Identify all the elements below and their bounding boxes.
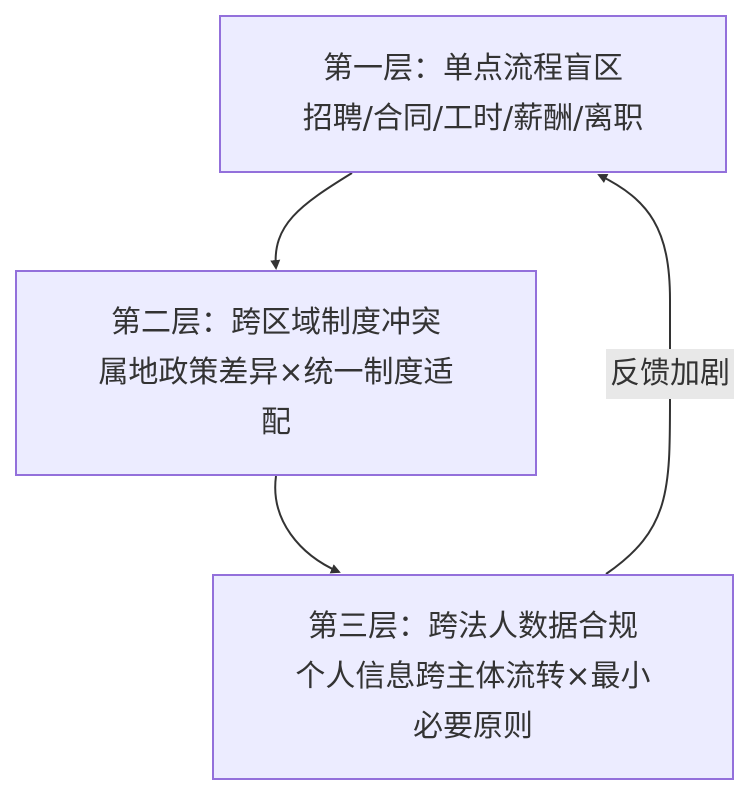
edge-label-feedback: 反馈加剧 xyxy=(606,349,734,399)
node-layer-2-detail-line1: 属地政策差异×统一制度适 xyxy=(98,355,454,390)
edge-feedback-layer3-to-layer1 xyxy=(597,174,671,575)
node-layer-2-detail-line2: 配 xyxy=(261,405,291,440)
node-layer-1-title: 第一层：单点流程盲区 xyxy=(323,51,623,86)
node-layer-3-title: 第三层：跨法人数据合规 xyxy=(308,609,638,644)
node-layer-3: 第三层：跨法人数据合规 个人信息跨主体流转×最小 必要原则 xyxy=(212,574,734,780)
node-layer-3-detail-line2: 必要原则 xyxy=(413,709,533,744)
node-layer-2-title: 第二层：跨区域制度冲突 xyxy=(111,305,441,340)
node-layer-2: 第二层：跨区域制度冲突 属地政策差异×统一制度适 配 xyxy=(15,270,537,476)
edge-layer2-to-layer3 xyxy=(274,475,341,574)
edge-layer1-to-layer2 xyxy=(270,172,353,270)
node-layer-3-detail-line1: 个人信息跨主体流转×最小 xyxy=(295,659,651,694)
node-layer-1-detail: 招聘/合同/工时/薪酬/离职 xyxy=(302,101,644,136)
node-layer-1: 第一层：单点流程盲区 招聘/合同/工时/薪酬/离职 xyxy=(219,15,727,173)
